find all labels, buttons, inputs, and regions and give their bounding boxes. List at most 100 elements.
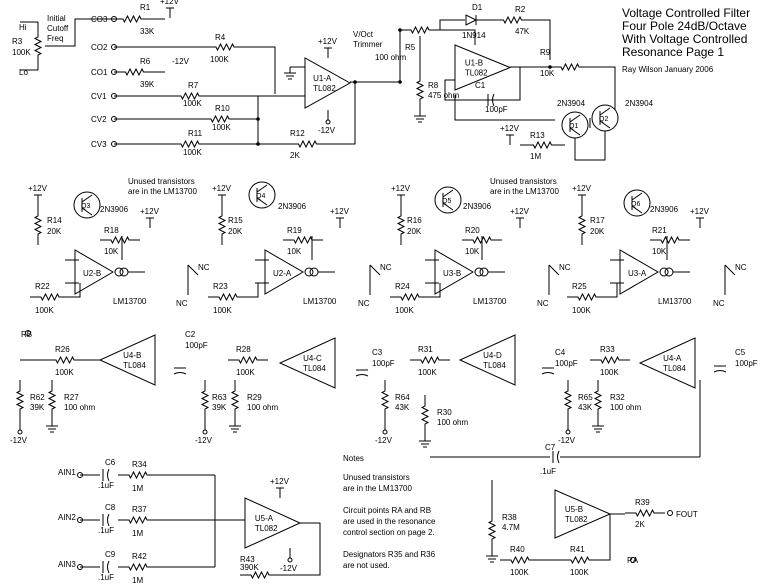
svg-text:R64: R64 xyxy=(395,393,410,402)
svg-text:R27: R27 xyxy=(64,393,79,402)
note-line: are used in the resonance xyxy=(343,517,436,526)
svg-text:10K: 10K xyxy=(104,247,119,256)
nc-label: NC xyxy=(198,263,210,272)
svg-text:C1: C1 xyxy=(475,81,486,90)
svg-text:475 ohm: 475 ohm xyxy=(428,91,459,100)
svg-text:LM13700: LM13700 xyxy=(658,297,692,306)
svg-text:R32: R32 xyxy=(610,393,625,402)
svg-text:R30: R30 xyxy=(437,408,452,417)
rail-pos: +12V xyxy=(160,0,180,6)
svg-text:R2: R2 xyxy=(515,5,526,14)
svg-text:33K: 33K xyxy=(140,27,155,36)
svg-text:R23: R23 xyxy=(213,282,228,291)
input-co1: CO1 xyxy=(91,68,108,77)
svg-text:39K: 39K xyxy=(140,80,155,89)
svg-text:100pF: 100pF xyxy=(555,359,578,368)
svg-text:43K: 43K xyxy=(578,403,593,412)
svg-text:C8: C8 xyxy=(105,503,116,512)
nc-label: NC xyxy=(176,299,188,308)
rail-neg: -12V xyxy=(172,57,190,66)
nc-label: NC xyxy=(559,263,571,272)
svg-text:R21: R21 xyxy=(652,226,667,235)
svg-text:100 ohm: 100 ohm xyxy=(247,403,278,412)
rail-neg: -12V xyxy=(10,436,28,445)
svg-text:2N3906: 2N3906 xyxy=(278,202,307,211)
svg-text:R29: R29 xyxy=(247,393,262,402)
svg-text:R16: R16 xyxy=(407,216,422,225)
svg-text:2N3906: 2N3906 xyxy=(463,202,492,211)
svg-text:.1uF: .1uF xyxy=(98,481,114,490)
rail-neg: -12V xyxy=(280,564,298,573)
rail-pos: +12V xyxy=(500,124,520,133)
note-line: Circuit points RA and RB xyxy=(343,506,431,515)
diode-label: D1 xyxy=(472,3,483,12)
rail-pos: +12V xyxy=(28,184,48,193)
rail-neg: -12V xyxy=(195,436,213,445)
rail-pos: +12V xyxy=(270,477,290,486)
rail-neg: -12V xyxy=(558,436,576,445)
voct-label: Trimmer xyxy=(353,40,383,49)
svg-text:1M: 1M xyxy=(132,529,143,538)
capacitor-c7: C7.1uF xyxy=(540,443,560,476)
svg-text:R20: R20 xyxy=(465,226,480,235)
svg-text:U5-B: U5-B xyxy=(565,505,583,514)
svg-text:Q3: Q3 xyxy=(81,203,90,210)
svg-text:2N3904: 2N3904 xyxy=(625,99,654,108)
svg-text:U5-A: U5-A xyxy=(255,514,274,523)
svg-text:R8: R8 xyxy=(428,81,439,90)
svg-text:R41: R41 xyxy=(570,545,585,554)
svg-text:Q1: Q1 xyxy=(569,123,578,130)
svg-text:R62: R62 xyxy=(30,393,45,402)
title-line-1: Voltage Controlled Filter xyxy=(622,6,750,20)
svg-text:R6: R6 xyxy=(140,57,151,66)
svg-text:47K: 47K xyxy=(515,27,530,36)
author: Ray Wilson January 2006 xyxy=(622,65,714,74)
svg-text:TL082: TL082 xyxy=(313,84,336,93)
svg-text:1M: 1M xyxy=(132,484,143,493)
svg-text:100K: 100K xyxy=(418,368,437,377)
svg-text:R14: R14 xyxy=(47,216,62,225)
fout-label: FOUT xyxy=(676,510,698,519)
input-cv1: CV1 xyxy=(91,92,107,101)
svg-text:U1-A: U1-A xyxy=(313,74,332,83)
note-line: Unused transistors xyxy=(343,473,410,482)
nc-label: NC xyxy=(537,299,549,308)
svg-text:LM13700: LM13700 xyxy=(303,297,337,306)
svg-text:10K: 10K xyxy=(652,247,667,256)
svg-text:43K: 43K xyxy=(395,403,410,412)
title-line-4: Resonance Page 1 xyxy=(622,45,724,59)
svg-text:Q2: Q2 xyxy=(599,116,608,123)
svg-text:20K: 20K xyxy=(47,227,62,236)
svg-text:R40: R40 xyxy=(510,545,525,554)
svg-text:C6: C6 xyxy=(105,458,116,467)
svg-text:100K: 100K xyxy=(35,306,54,315)
svg-text:4.7M: 4.7M xyxy=(502,523,520,532)
svg-text:LM13700: LM13700 xyxy=(473,297,507,306)
svg-text:U4-A: U4-A xyxy=(663,354,682,363)
rail-neg: -12V xyxy=(318,126,336,135)
svg-text:R28: R28 xyxy=(236,345,251,354)
svg-text:R13: R13 xyxy=(530,131,545,140)
svg-text:.1uF: .1uF xyxy=(98,526,114,535)
svg-text:TL082: TL082 xyxy=(255,524,278,533)
resistor-r2: R2 47K xyxy=(490,5,535,36)
